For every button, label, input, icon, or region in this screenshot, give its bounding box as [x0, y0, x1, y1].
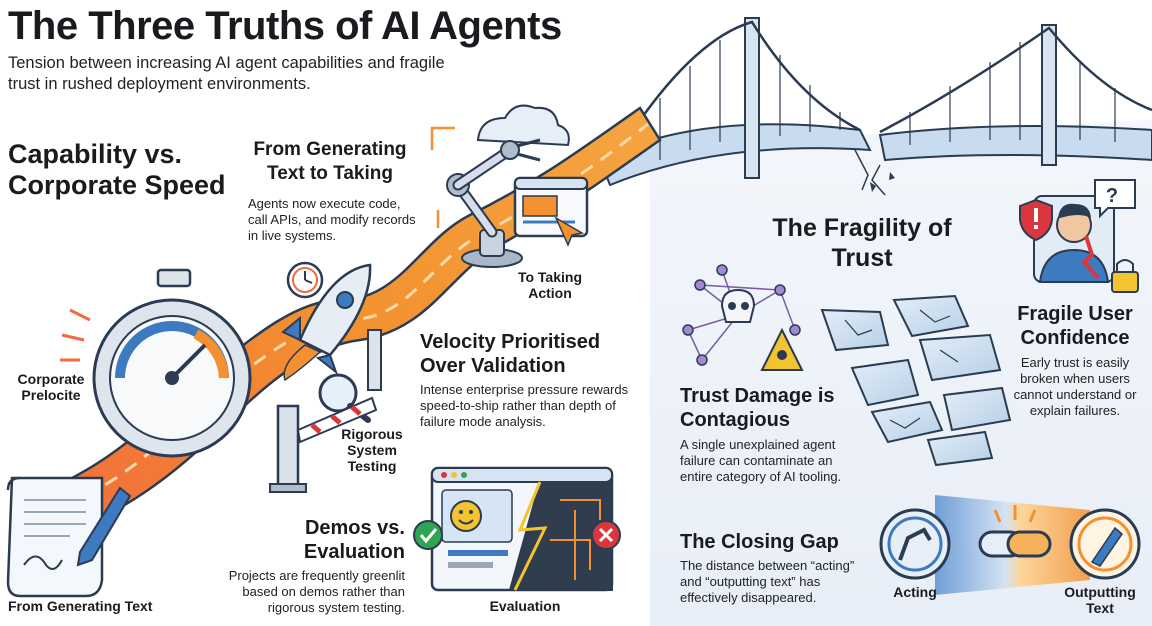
contagious-heading: Trust Damage is Contagious [680, 385, 835, 431]
evaluation-window-icon [413, 466, 621, 592]
evaluation-label: Evaluation [489, 598, 561, 614]
rigorous-label: Rigorous System Testing [341, 426, 403, 474]
document-pen-icon [6, 476, 132, 598]
page-title: The Three Truths of AI Agents [8, 4, 562, 48]
svg-text:?: ? [1106, 185, 1118, 207]
user-question-icon: ? [1019, 179, 1139, 293]
skull-network-icon [682, 264, 804, 371]
taking-action-label: To Taking Action [517, 269, 583, 301]
browser-window-icon [513, 176, 589, 247]
capability-heading: Capability vs. Corporate Speed [8, 139, 226, 200]
fragility-heading: The Fragility of Trust [772, 214, 952, 272]
velocity-body: Intense enterprise pressure rewards spee… [420, 382, 629, 429]
broken-bridge-icon [598, 17, 1152, 196]
acting-label: Acting [893, 584, 937, 600]
closing-gap-body: The distance between “acting” and “outpu… [680, 558, 855, 605]
barrier-gate-icon [269, 396, 378, 493]
robot-arm-icon [430, 104, 570, 268]
generating-heading: From Generating Text to Taking [253, 139, 407, 184]
demos-heading: Demos vs. Evaluation [303, 517, 405, 563]
page-subtitle: Tension between increasing AI agent capa… [8, 54, 445, 93]
clock-icon [286, 261, 324, 299]
generating-body: Agents now execute code, call APIs, and … [248, 196, 416, 243]
fragile-user-heading: Fragile User Confidence [1017, 303, 1133, 349]
fragile-user-body: Early trust is easily broken when users … [1013, 355, 1137, 418]
velocity-heading: Velocity Prioritised Over Validation [420, 331, 601, 377]
outputting-label: Outputting Text [1064, 584, 1136, 616]
demos-body: Projects are frequently greenlit based o… [228, 568, 405, 615]
broken-glass-icon [820, 294, 1012, 467]
contagious-body: A single unexplained agent failure can c… [680, 437, 842, 484]
from-generating-label: From Generating Text [8, 598, 153, 614]
corporate-label: Corporate Prelocite [17, 371, 85, 403]
rocket-icon [281, 263, 372, 382]
chain-link-icon [879, 495, 1141, 595]
stopwatch-icon [60, 268, 252, 458]
closing-gap-heading: The Closing Gap [680, 531, 839, 553]
